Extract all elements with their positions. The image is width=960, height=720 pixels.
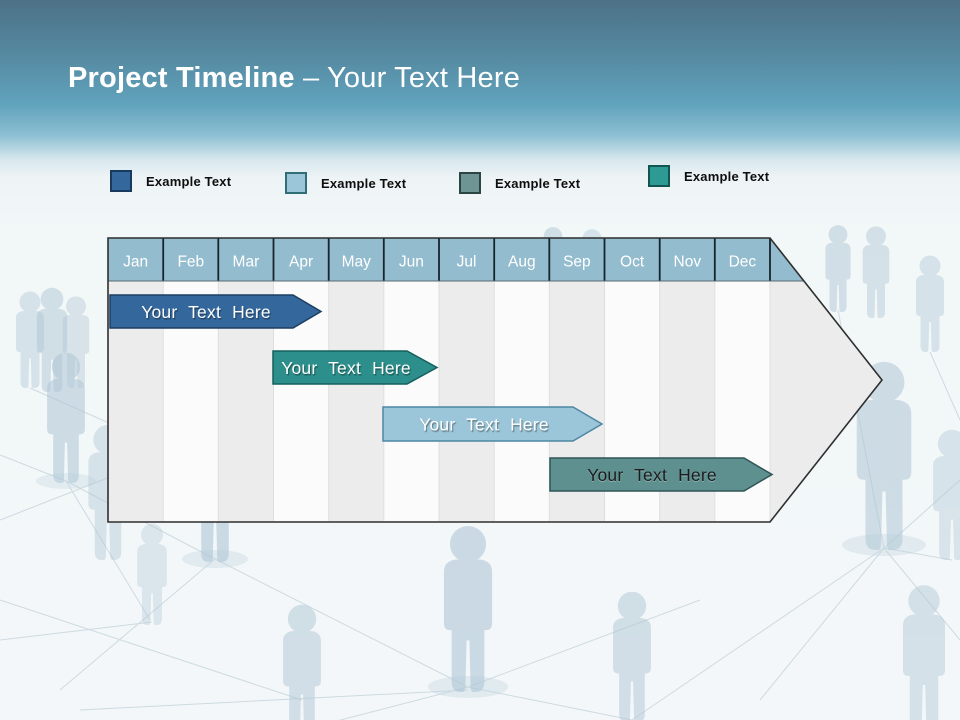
month-label: Apr <box>289 254 313 271</box>
timeline-bar-shape <box>272 350 439 385</box>
legend-item: Example Text <box>110 168 231 194</box>
timeline-bar-label: Your Text Here <box>281 358 411 378</box>
timeline-bar-shape <box>109 294 323 329</box>
month-label: May <box>342 254 372 271</box>
timeline-columns <box>163 281 770 521</box>
timeline-bar-label: Your Text Here <box>141 302 271 322</box>
legend-color-swatch <box>648 165 670 187</box>
timeline-arrow-outline <box>107 237 884 523</box>
month-label: Oct <box>620 254 645 271</box>
month-labels: Jan Feb Mar Apr May Jun Jul Aug Sep Oct … <box>123 254 756 271</box>
title-main: Project Timeline <box>68 62 295 94</box>
legend-label: Example Text <box>146 173 232 189</box>
legend-label: Example Text <box>321 175 407 191</box>
month-label: Nov <box>674 254 702 271</box>
legend-item: Example Text <box>648 163 769 189</box>
timeline-bar: Your Text Here <box>109 294 323 329</box>
month-label: Feb <box>177 254 204 271</box>
header-cell-borders <box>162 238 771 281</box>
legend-item: Example Text <box>285 170 406 196</box>
figure-bases <box>36 473 926 698</box>
timeline-bar: Your Text Here <box>382 406 604 442</box>
legend-item: Example Text <box>459 170 580 196</box>
title-subtitle: – Your Text Here <box>302 62 521 94</box>
slide-title: Project Timeline – Your Text Here <box>68 62 520 95</box>
timeline-bar-shape <box>382 406 604 442</box>
month-header-band <box>108 238 805 281</box>
legend-color-swatch <box>285 172 307 194</box>
month-label: Jun <box>399 254 424 271</box>
month-label: Jul <box>457 254 477 271</box>
month-label: Mar <box>233 254 260 271</box>
legend-color-swatch <box>459 172 481 194</box>
timeline-header: Jan Feb Mar Apr May Jun Jul Aug Sep Oct … <box>108 238 805 282</box>
timeline-bar-label: Your Text Here <box>419 415 549 435</box>
timeline-bar-label: Your Text Here <box>587 465 717 485</box>
timeline-bar: Your Text Here <box>272 350 439 385</box>
legend-color-swatch <box>110 170 132 192</box>
timeline-bar-shape <box>549 457 774 492</box>
month-label: Aug <box>508 254 536 271</box>
legend-label: Example Text <box>495 175 581 191</box>
column-separators <box>162 281 771 521</box>
month-label: Jan <box>123 254 148 271</box>
timeline-bar: Your Text Here <box>549 457 774 492</box>
timeline-bars: Your Text Here Your Text Here Your Text … <box>109 294 774 492</box>
month-label: Dec <box>729 254 757 271</box>
month-label: Sep <box>563 254 591 271</box>
legend-label: Example Text <box>684 168 770 184</box>
